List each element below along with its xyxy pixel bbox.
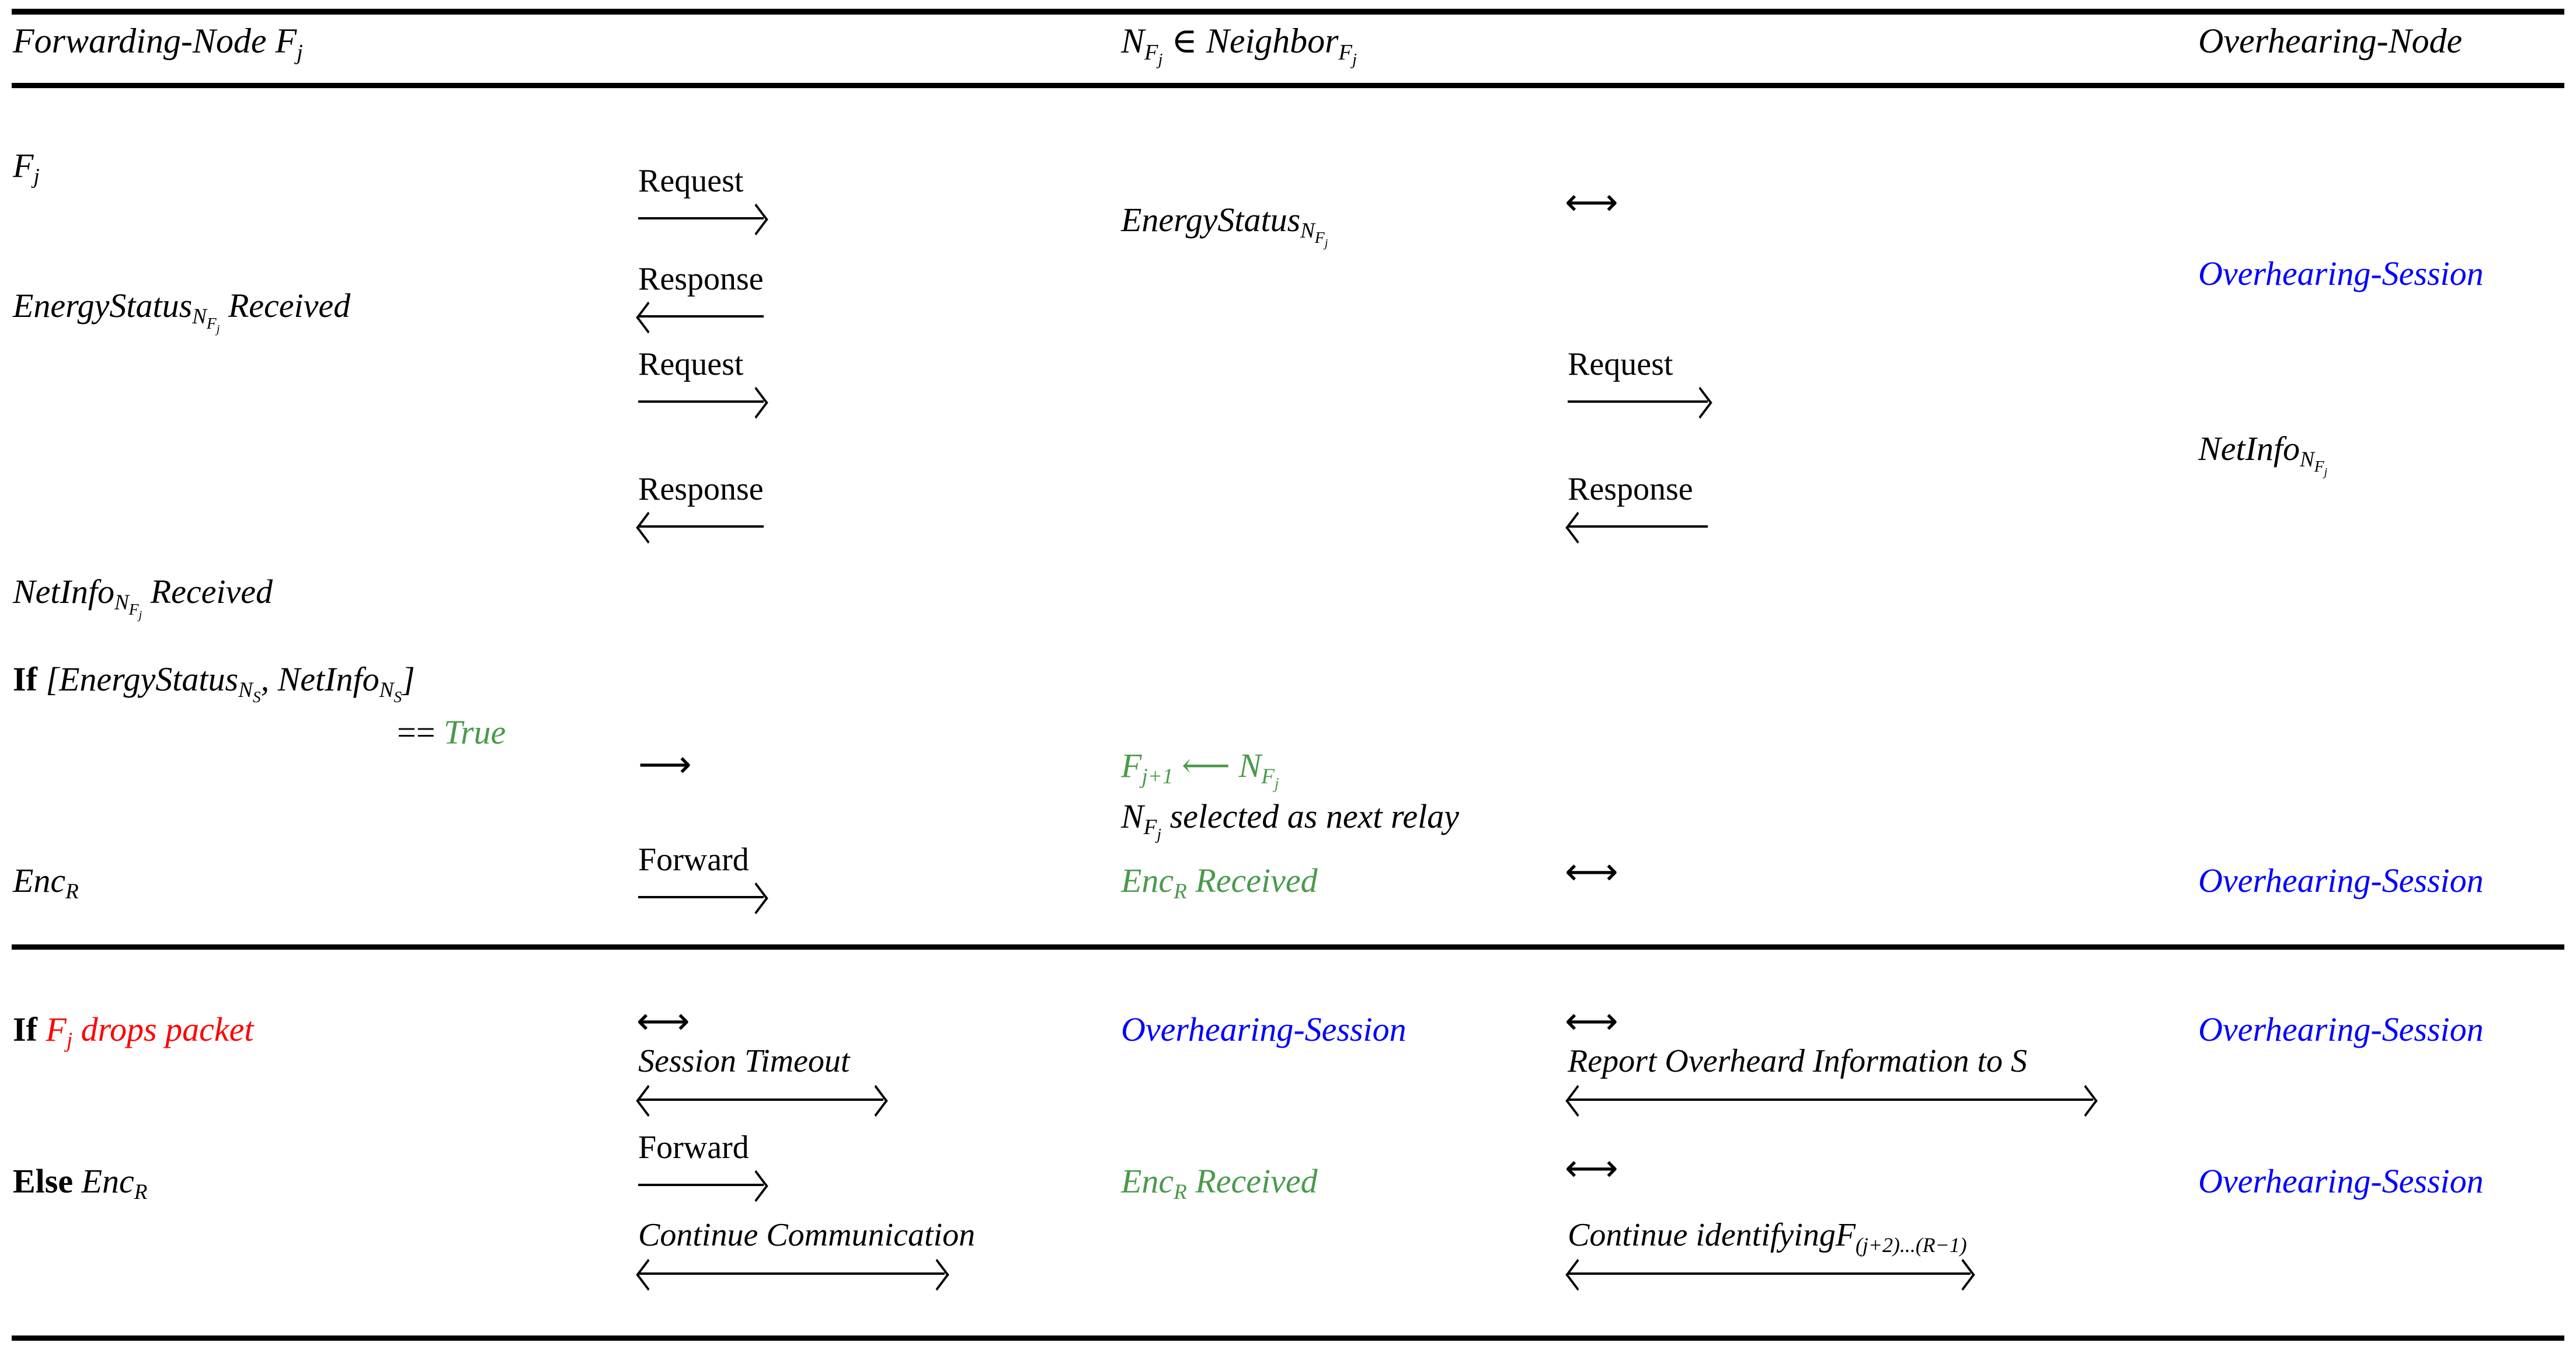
arrow-label-continue-communication: Continue Communication	[638, 1217, 976, 1253]
cell-overhearing-session-5: Overhearing-Session	[2198, 1162, 2484, 1200]
arrow-label-request-1: Request	[638, 163, 744, 199]
header-rule	[12, 83, 2564, 88]
arrow-label-report-overheard: Report Overheard Information to S	[1568, 1043, 2028, 1079]
cell-next-relay-note: NFj selected as next relay	[1121, 797, 1459, 843]
header-col-overhearing-node: Overhearing-Node	[2198, 22, 2463, 60]
cell-encr-received-lower: EncR Received	[1121, 1162, 1318, 1205]
cell-encr-upper: EncR	[13, 862, 79, 904]
cell-netinfo-received: NetInfoNFj Received	[13, 573, 273, 622]
cell-overhearing-session-4: Overhearing-Session	[2198, 1010, 2484, 1048]
value-true: True	[443, 713, 506, 751]
cell-if-condition-value: == True	[397, 713, 506, 751]
arrow-label-continue-identifying: Continue identifyingF(j+2)...(R−1)	[1568, 1217, 1967, 1257]
cell-energystatus-received: EnergyStatusNFj Received	[13, 287, 351, 336]
arrow-label-response-2: Response	[638, 471, 764, 507]
cell-fj: Fj	[13, 147, 40, 189]
cell-overhearing-session-1: Overhearing-Session	[2198, 254, 2484, 292]
arrow-label-request-2: Request	[638, 346, 744, 382]
cell-overhearing-session-2: Overhearing-Session	[2198, 862, 2484, 899]
cell-if-condition: If [EnergyStatusNS, NetInfoNS]	[13, 660, 415, 706]
cell-energystatus-neighbor: EnergyStatusNFj	[1121, 201, 1328, 250]
cell-encr-received-upper: EncR Received	[1121, 862, 1318, 904]
if-keyword: If	[13, 660, 37, 698]
glyph-bidirectional-arrow-3: ⟷	[636, 1000, 690, 1043]
top-rule	[12, 9, 2564, 15]
else-keyword: Else	[13, 1162, 74, 1200]
glyph-bidirectional-arrow-2: ⟷	[1565, 850, 1618, 894]
arrow-label-request-3: Request	[1568, 346, 1673, 382]
cell-else-encr: Else EncR	[13, 1162, 148, 1205]
header-col-neighbor: NFj ∈ NeighborFj	[1121, 22, 1357, 69]
glyph-right-arrow-select: ⟶	[638, 743, 692, 786]
header-col-forwarding-node: Forwarding-Node Fj	[13, 22, 303, 65]
arrow-label-response-3: Response	[1568, 471, 1693, 507]
glyph-bidirectional-arrow-1: ⟷	[1565, 181, 1618, 224]
bottom-rule	[12, 1335, 2564, 1341]
cell-overhearing-session-3: Overhearing-Session	[1121, 1010, 1407, 1048]
if-keyword-2: If	[13, 1010, 37, 1048]
arrow-label-forward-1: Forward	[638, 842, 749, 878]
arrow-label-response-1: Response	[638, 261, 764, 297]
mid-rule	[12, 944, 2564, 950]
cell-if-drops-packet: If Fj drops packet	[13, 1010, 254, 1053]
glyph-bidirectional-arrow-4: ⟷	[1565, 1000, 1618, 1043]
cell-next-relay-assignment: Fj+1 ⟵ NFj	[1121, 747, 1279, 793]
glyph-bidirectional-arrow-5: ⟷	[1565, 1147, 1618, 1190]
cell-netinfo-neighbor: NetInfoNFj	[2198, 430, 2328, 479]
arrow-label-session-timeout: Session Timeout	[638, 1043, 850, 1079]
arrow-label-forward-2: Forward	[638, 1129, 749, 1166]
